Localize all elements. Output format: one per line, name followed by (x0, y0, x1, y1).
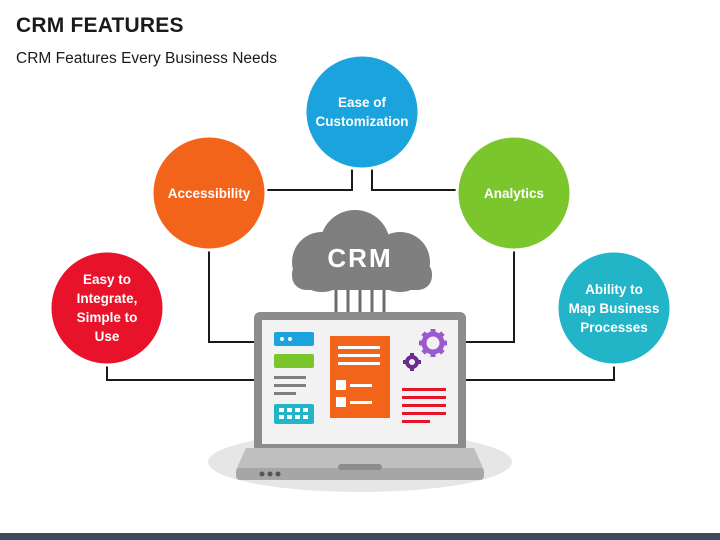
screen-blue-block (274, 332, 314, 346)
cloud-label: CRM (327, 243, 393, 273)
purple-gear-large-icon (419, 329, 447, 357)
feature-text-easy-integrate: Easy to Integrate, Simple to Use (76, 272, 138, 344)
feature-text-ease-customization: Ease of Customization (315, 95, 409, 129)
feature-label-easy-integrate: Easy to Integrate, Simple to Use (50, 251, 164, 365)
connector-accessibility (208, 250, 260, 343)
circle-analytics (455, 134, 573, 252)
crm-cloud-icon (292, 210, 432, 292)
bottom-bar (0, 533, 720, 540)
circle-easy-integrate (48, 249, 166, 367)
screen-content (274, 329, 447, 424)
screen-green-block (274, 354, 314, 368)
feature-text-analytics: Analytics (483, 185, 545, 201)
screen-red-lines (402, 388, 446, 423)
connector-customization-left (259, 165, 353, 215)
circle-map-processes (555, 249, 673, 367)
connector-map-processes (462, 365, 615, 381)
feature-label-accessibility: Accessibility (152, 136, 266, 250)
feature-label-analytics: Analytics (457, 136, 571, 250)
feature-label-map-processes: Ability to Map Business Processes (557, 251, 671, 365)
connector-customization-right (371, 165, 460, 191)
feature-label-ease-customization: Ease of Customization (305, 55, 419, 169)
circle-accessibility (150, 134, 268, 252)
connector-easy-integrate (106, 365, 260, 381)
feature-text-map-processes: Ability to Map Business Processes (568, 281, 660, 335)
feature-text-accessibility: Accessibility (167, 185, 251, 201)
page-title: CRM FEATURES (16, 14, 184, 37)
connector-analytics (462, 250, 515, 343)
circle-ease-customization (303, 53, 421, 171)
screen-teal-keypad (274, 404, 314, 424)
purple-gear-small-icon (403, 353, 421, 371)
page-subtitle: CRM Features Every Business Needs (16, 50, 278, 67)
